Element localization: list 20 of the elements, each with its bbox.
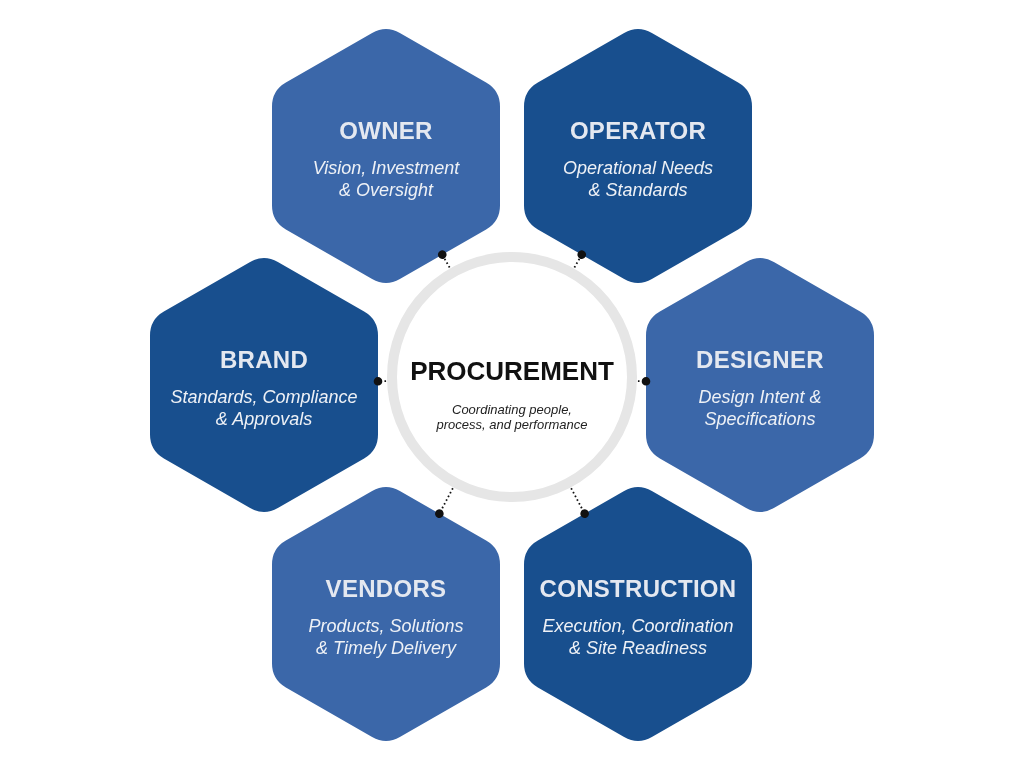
dotted-connector <box>373 377 387 386</box>
node-description: Standards, Compliance & Approvals <box>169 386 359 430</box>
node-description: Operational Needs & Standards <box>561 157 715 201</box>
node-title: DESIGNER <box>696 346 824 374</box>
node-title: CONSTRUCTION <box>539 575 737 603</box>
node-title: VENDORS <box>325 575 447 603</box>
dotted-connector <box>573 250 587 269</box>
node-description: Execution, Coordination & Site Readiness <box>541 615 735 659</box>
hub-title: PROCUREMENT <box>410 356 614 386</box>
node-description: Vision, Investment & Oversight <box>311 157 461 201</box>
node-title: BRAND <box>219 346 309 374</box>
hub-tagline: Coordinating people, process, and performance <box>435 402 589 432</box>
node-description: Design Intent & Specifications <box>697 386 823 430</box>
dotted-connector <box>637 377 651 386</box>
node-description: Products, Solutions & Timely Delivery <box>307 615 465 659</box>
dotted-connector <box>570 487 589 518</box>
node-title: OWNER <box>339 117 433 145</box>
node-title: OPERATOR <box>569 117 707 145</box>
dotted-connector <box>435 487 454 518</box>
dotted-connector <box>437 250 451 269</box>
